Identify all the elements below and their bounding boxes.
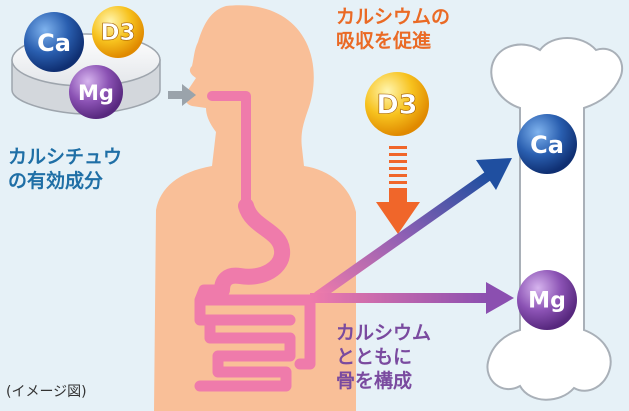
bone-mg-text: Mg (528, 289, 566, 314)
supplement-ca-text: Ca (37, 29, 71, 57)
promotion-label-line-1: カルシウムの (336, 6, 451, 28)
bone-label-line-3: 骨を構成 (336, 369, 413, 392)
bone-ca-ball: Ca (517, 114, 577, 174)
absorption-arrow-icon (376, 146, 420, 234)
supplement-mg-text: Mg (78, 81, 114, 105)
bone-illustration (486, 37, 623, 401)
supplement-d3-ball: D3 (92, 6, 144, 58)
absorption-promotion-label: カルシウムの 吸収を促進 (336, 6, 450, 54)
bone-label-line-1: カルシウム (336, 322, 432, 344)
mg-transport-arrow-icon (310, 282, 514, 314)
intake-arrow-icon (168, 84, 196, 106)
supplement-ca-ball: Ca (24, 12, 84, 72)
supplement-mg-ball: Mg (69, 65, 123, 119)
bone-label-line-2: とともに (336, 345, 413, 368)
supplement-components-label: カルシチュウ の有効成分 (8, 146, 122, 194)
promotion-d3-ball: D3 (365, 72, 429, 136)
ca-transport-arrow-icon (313, 158, 512, 301)
image-caption: (イメージ図) (6, 384, 87, 400)
promotion-d3-text: D3 (376, 90, 417, 121)
supplement-label-line-1: カルシチュウ (8, 146, 123, 168)
supplement-label-line-2: の有効成分 (8, 169, 104, 192)
bone-mg-ball: Mg (517, 270, 577, 330)
bone-formation-label: カルシウム とともに 骨を構成 (336, 322, 431, 393)
supplement-d3-text: D3 (100, 20, 135, 46)
promotion-label-line-2: 吸収を促進 (336, 29, 432, 52)
digestive-tract (194, 91, 316, 392)
bone-ca-text: Ca (530, 131, 564, 159)
